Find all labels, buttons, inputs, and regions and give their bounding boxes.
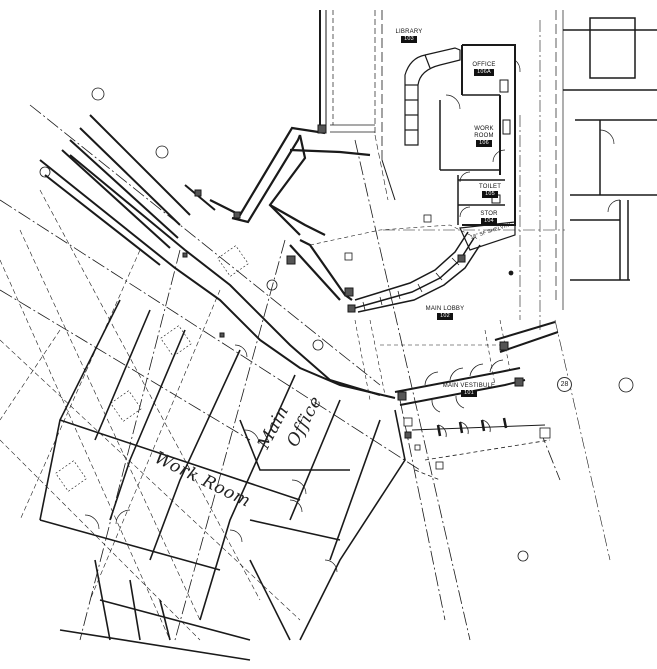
room-number: 101 [461, 390, 477, 397]
door-swings-admin [445, 59, 521, 218]
room-name: MAIN LOBBY [425, 306, 465, 312]
open-markers [344, 214, 551, 470]
room-label-work-room: WORK ROOM 106 [472, 126, 496, 147]
library-walls [319, 10, 564, 310]
east-grid-lines [383, 20, 611, 561]
room-name: TOILET [479, 184, 502, 190]
room-number: 104 [481, 218, 497, 225]
room-number: 102 [437, 313, 453, 320]
axis-lines [0, 104, 561, 641]
room-label-office: OFFICE 106A [471, 62, 497, 76]
room-number: 106 [476, 140, 492, 147]
lobby-ceiling-lines [309, 224, 511, 401]
light-fixtures [55, 245, 249, 492]
room-name: OFFICE [472, 62, 496, 68]
lobby-desk [354, 231, 481, 313]
west-wing-walls [39, 299, 406, 661]
room-number: 103 [401, 36, 417, 43]
room-label-main-vestibule: MAIN VESTIBULE 101 [442, 383, 496, 397]
room-label-main-lobby: MAIN LOBBY 102 [423, 306, 467, 320]
room-name: STOR [480, 211, 498, 217]
west-wing-grid [0, 189, 301, 641]
entry-walls [209, 126, 371, 301]
west-wing-doors [84, 344, 338, 573]
room-name: WORK ROOM [474, 126, 494, 139]
room-label-toilet: TOILET 105 [479, 184, 501, 198]
vestibule-doors [424, 359, 508, 438]
grid-tag-28: 28 [557, 377, 572, 392]
room-label-stor: STOR 104 [478, 211, 500, 225]
room-name: LIBRARY [395, 29, 423, 35]
room-label-library: LIBRARY 103 [393, 29, 425, 43]
vestibule-walls [394, 321, 559, 481]
column-markers [182, 124, 524, 439]
room-name: MAIN VESTIBULE [442, 383, 496, 389]
grid-bubbles [39, 87, 634, 562]
room-number: 106A [474, 69, 494, 76]
east-rooms [563, 17, 657, 281]
room-number: 105 [482, 191, 498, 198]
library-shelving [404, 47, 461, 146]
